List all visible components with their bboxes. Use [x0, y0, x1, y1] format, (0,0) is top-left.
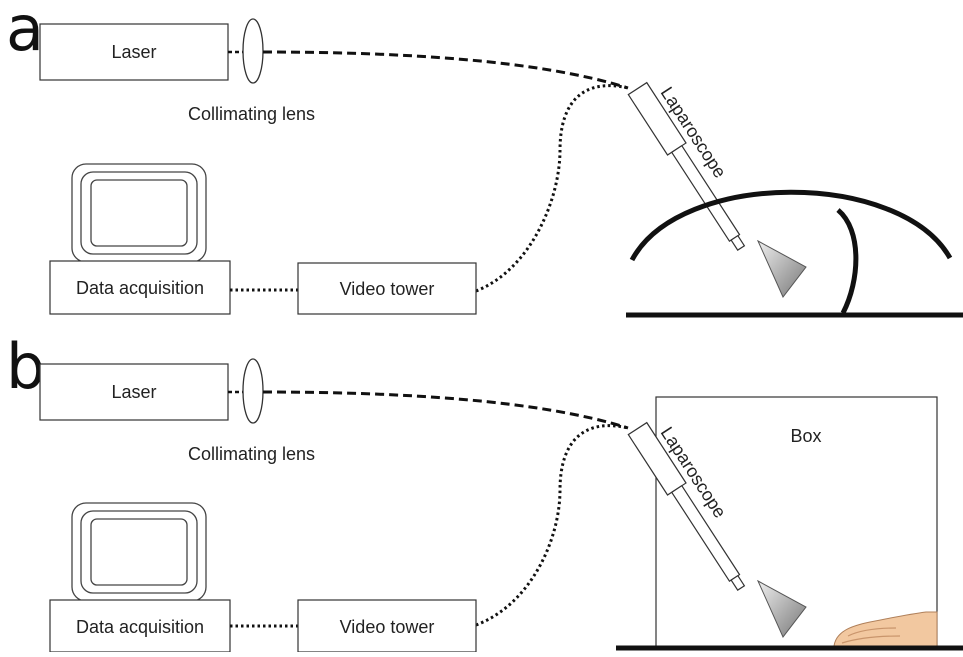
light-cone-icon — [756, 239, 807, 298]
panel-b-letter: b — [6, 330, 45, 403]
daq-label: Data acquisition — [76, 278, 204, 298]
panel-b: b Box Laser Collimating lens Laparoscope — [6, 330, 963, 653]
collimating-lens-icon — [242, 358, 264, 424]
computer-monitor-icon — [71, 502, 207, 602]
video-tower-box: Video tower — [297, 599, 477, 653]
video-tower-label: Video tower — [340, 617, 435, 637]
panel-a-letter: a — [6, 0, 44, 65]
computer-monitor-icon — [71, 163, 207, 263]
video-tower-box: Video tower — [297, 262, 477, 315]
video-fiber — [475, 84, 629, 293]
laser-fiber — [262, 50, 629, 90]
video-fiber — [475, 424, 629, 627]
laser-label: Laser — [111, 382, 156, 402]
laparoscope — [627, 421, 746, 591]
lens-label: Collimating lens — [188, 444, 315, 464]
collimating-lens-icon — [242, 18, 264, 84]
lens-label: Collimating lens — [188, 104, 315, 124]
laser-label: Laser — [111, 42, 156, 62]
data-acquisition-box: Data acquisition — [49, 599, 231, 653]
laser-fiber — [262, 390, 629, 430]
abdomen-wall — [836, 208, 859, 315]
data-acquisition-box: Data acquisition — [49, 260, 231, 315]
light-cone-icon — [756, 579, 807, 638]
hand-icon — [833, 611, 938, 647]
box-label: Box — [790, 426, 821, 446]
video-tower-label: Video tower — [340, 279, 435, 299]
daq-label: Data acquisition — [76, 617, 204, 637]
panel-a: a Laser Collimating lens Laparoscope — [6, 0, 963, 318]
laser-box: Laser — [39, 363, 229, 421]
laparoscope — [627, 81, 746, 251]
laser-box: Laser — [39, 23, 229, 81]
abdomen-arc — [629, 189, 953, 262]
